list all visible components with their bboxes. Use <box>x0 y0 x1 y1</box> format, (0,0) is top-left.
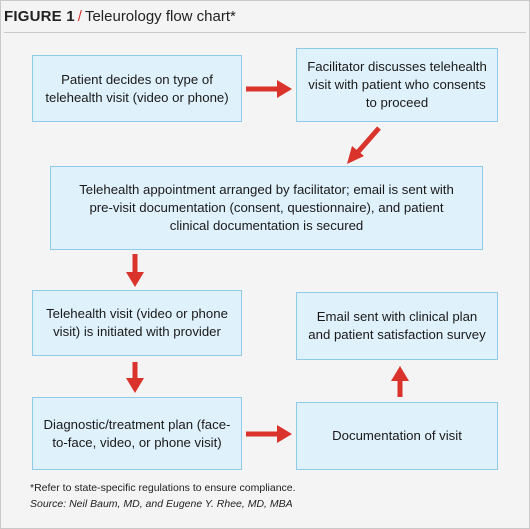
step-documentation: Documentation of visit <box>296 402 498 470</box>
step-facilitator-discusses: Facilitator discusses telehealth visit w… <box>296 48 498 122</box>
step-visit-initiated: Telehealth visit (video or phone visit) … <box>32 290 242 356</box>
step-email-sent: Email sent with clinical plan and patien… <box>296 292 498 360</box>
step-appointment-arranged: Telehealth appointment arranged by facil… <box>50 166 483 250</box>
title-divider <box>4 32 526 33</box>
arrow-right-top <box>246 80 292 98</box>
arrow-up-to-email <box>391 366 409 397</box>
figure-title-text: Teleurology flow chart* <box>84 8 236 25</box>
step-diagnostic-plan: Diagnostic/treatment plan (face-to-face,… <box>32 397 242 470</box>
figure-separator: / <box>77 8 82 25</box>
source-credit: Source: Neil Baum, MD, and Eugene Y. Rhe… <box>30 498 293 510</box>
figure-title: FIGURE 1/Teleurology flow chart* <box>4 8 236 28</box>
arrow-down-to-visit <box>126 254 144 287</box>
arrow-down-to-diagnostic <box>126 362 144 393</box>
figure-label: FIGURE 1 <box>4 8 75 25</box>
arrow-right-bottom <box>246 425 292 443</box>
arrow-diagonal-down-left <box>347 126 381 164</box>
step-patient-decides: Patient decides on type of telehealth vi… <box>32 55 242 122</box>
footnote: *Refer to state-specific regulations to … <box>30 482 296 494</box>
